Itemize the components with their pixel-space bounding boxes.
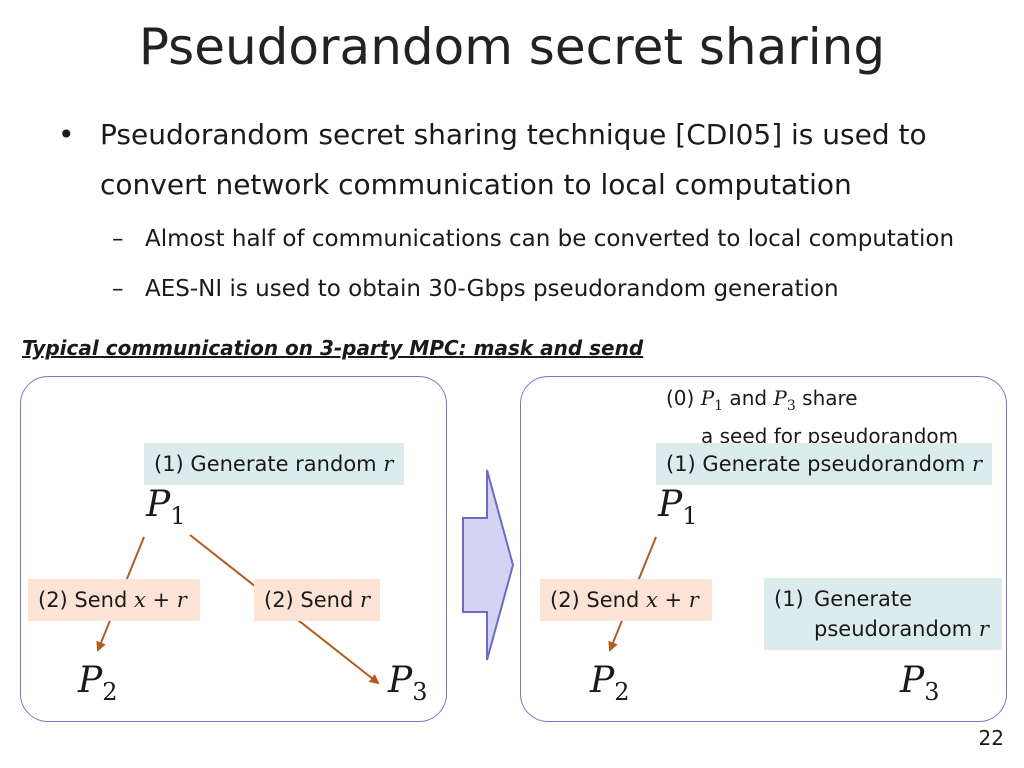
send-x-plus-r-box-left: (2) Send x + r bbox=[28, 579, 200, 621]
slide-title: Pseudorandom secret sharing bbox=[138, 18, 886, 76]
bullet-text: Pseudorandom secret sharing technique [C… bbox=[100, 110, 1000, 210]
p3-generate-line-1: Generate bbox=[814, 587, 913, 611]
party-p3-right: P3 bbox=[900, 660, 940, 707]
subbullet-dash-2: – bbox=[112, 276, 124, 302]
send-x-plus-r-box-right: (2) Send x + r bbox=[540, 579, 712, 621]
right-panel bbox=[520, 376, 1007, 722]
p3-generate-line-2: pseudorandom r bbox=[814, 617, 989, 641]
transition-arrow-icon bbox=[462, 469, 515, 661]
party-p1-left: P1 bbox=[146, 484, 186, 531]
subbullet-2: AES-NI is used to obtain 30-Gbps pseudor… bbox=[145, 276, 839, 302]
party-p1-right: P1 bbox=[658, 484, 698, 531]
generate-random-box: (1) Generate random r bbox=[144, 443, 404, 485]
p3-generate-pseudorandom-box: (1) Generate pseudorandom r bbox=[764, 578, 1002, 650]
subbullet-1: Almost half of communications can be con… bbox=[145, 226, 955, 252]
seed-share-note-line-1: (0) P1 and P3 share bbox=[666, 386, 858, 414]
bullet-line-1: Pseudorandom secret sharing technique [C… bbox=[100, 118, 927, 151]
party-p3-left: P3 bbox=[388, 660, 428, 707]
page-number: 22 bbox=[978, 726, 1004, 750]
send-r-box: (2) Send r bbox=[254, 579, 380, 621]
seed-share-note: (0) P1 and P3 share a seed for pseudoran… bbox=[666, 383, 958, 451]
p3-generate-number: (1) bbox=[774, 587, 804, 611]
subbullet-dash-1: – bbox=[112, 226, 124, 252]
bullet-line-2: convert network communication to local c… bbox=[100, 168, 852, 201]
generate-pseudorandom-box: (1) Generate pseudorandom r bbox=[656, 443, 992, 485]
party-p2-left: P2 bbox=[78, 660, 118, 707]
bullet-dot: • bbox=[58, 118, 75, 151]
diagram-caption: Typical communication on 3-party MPC: ma… bbox=[22, 336, 644, 360]
party-p2-right: P2 bbox=[590, 660, 630, 707]
left-panel bbox=[20, 376, 447, 722]
